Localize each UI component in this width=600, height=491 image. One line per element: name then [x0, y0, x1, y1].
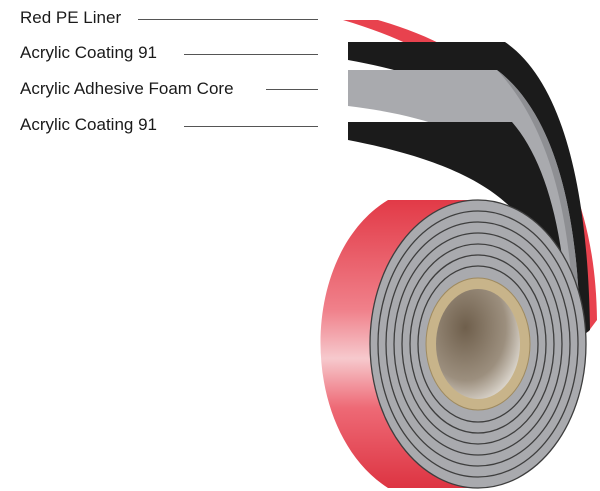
- roll-winding-lines: [369, 199, 587, 489]
- acrylic-coating-bottom-layer: [348, 122, 568, 334]
- roll-core-hole: [436, 289, 520, 399]
- label-acrylic-adhesive-foam-core: Acrylic Adhesive Foam Core: [20, 79, 234, 98]
- label-red-pe-liner: Red PE Liner: [20, 8, 122, 27]
- label-acrylic-coating-top: Acrylic Coating 91: [20, 43, 158, 62]
- leader-line-foam-core: [266, 89, 318, 90]
- foam-core-edge: [497, 70, 580, 334]
- leader-line-red-pe-liner: [138, 19, 318, 20]
- label-acrylic-coating-bottom: Acrylic Coating 91: [20, 115, 158, 134]
- leader-line-acrylic-coating-bottom: [184, 126, 318, 127]
- leader-line-acrylic-coating-top: [184, 54, 318, 55]
